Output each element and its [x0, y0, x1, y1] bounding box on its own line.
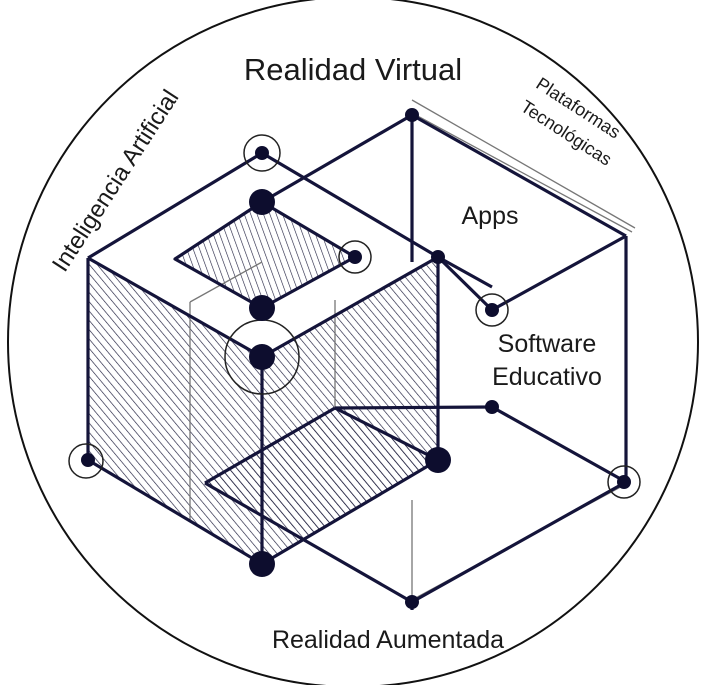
hatched-top-square: [175, 202, 355, 308]
label-realidad-aumentada: Realidad Aumentada: [272, 626, 504, 654]
label-software: Software: [498, 330, 597, 358]
label-apps: Apps: [462, 202, 519, 230]
label-educativo: Educativo: [492, 363, 602, 391]
label-realidad-virtual: Realidad Virtual: [244, 52, 462, 87]
label-inteligencia-artificial: Inteligencia Artificial: [47, 85, 184, 276]
hatched-left-face: [88, 258, 262, 564]
node-dots: [81, 108, 631, 609]
